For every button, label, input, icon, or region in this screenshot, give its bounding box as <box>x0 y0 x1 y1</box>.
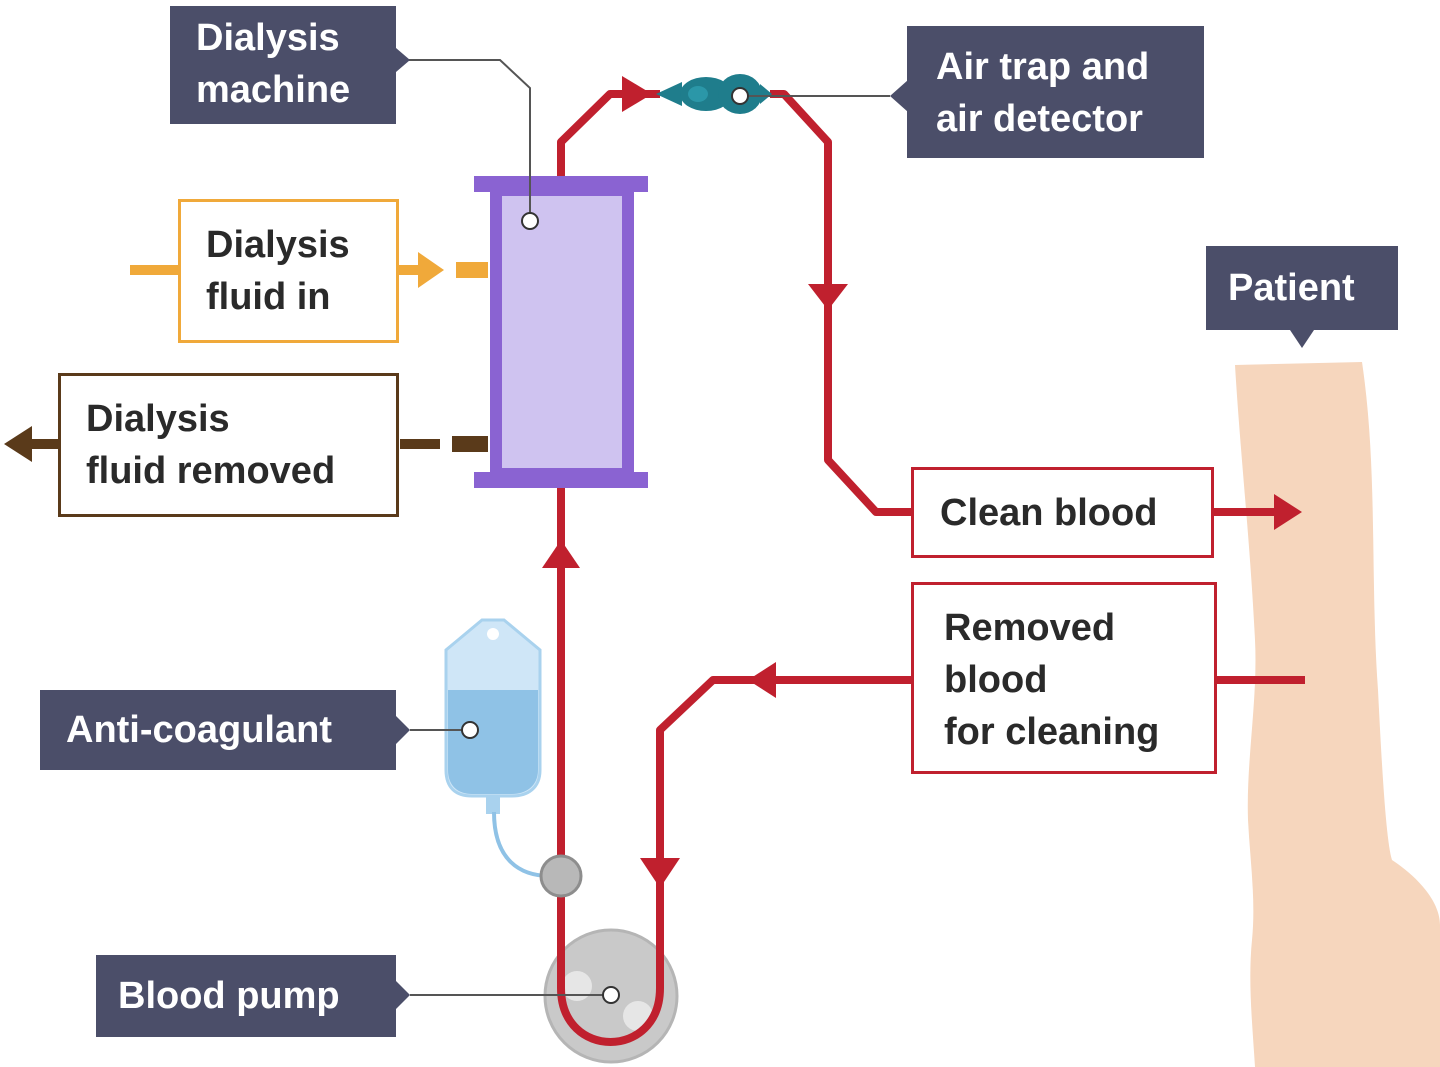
label-dialysis-machine: Dialysis machine <box>170 6 396 124</box>
pointer-anti-coagulant <box>396 716 410 744</box>
label-air-trap: Air trap and air detector <box>907 26 1204 158</box>
arrow-down-return <box>640 858 680 888</box>
iv-bag-outlet <box>486 796 500 814</box>
iv-line <box>492 811 551 878</box>
tube-dialyser-to-airtrap <box>557 90 660 178</box>
label-clean-blood: Clean blood <box>911 467 1214 558</box>
patient-arm <box>1235 362 1440 1067</box>
pointer-dialysis-machine <box>396 48 410 72</box>
fluid-in-line <box>130 252 488 288</box>
marker-blood-pump <box>602 986 620 1004</box>
anti-coagulant-fluid <box>448 690 538 794</box>
label-removed-blood: Removed blood for cleaning <box>911 582 1217 774</box>
label-dialysis-fluid-removed: Dialysis fluid removed <box>58 373 399 517</box>
arrow-right-top <box>622 76 652 112</box>
label-blood-pump: Blood pump <box>96 955 396 1037</box>
marker-dialysis-machine <box>521 212 539 230</box>
pointer-air-trap <box>890 80 908 112</box>
air-trap-device[interactable] <box>656 74 772 114</box>
fluid-removed-line <box>4 426 488 462</box>
anti-coagulant-junction <box>539 854 583 898</box>
label-anti-coagulant: Anti-coagulant <box>40 690 396 770</box>
label-dialysis-fluid-in: Dialysis fluid in <box>178 199 399 343</box>
pointer-patient <box>1290 330 1314 348</box>
dialyser-cap-top <box>474 176 648 192</box>
tube-pump-loop <box>557 987 664 1046</box>
pump-roller-left <box>562 971 592 1001</box>
pointer-blood-pump <box>396 981 410 1009</box>
arrow-to-patient <box>1274 494 1302 530</box>
arrow-up <box>542 540 580 568</box>
arrow-left <box>748 662 776 698</box>
dialyser-body[interactable] <box>490 184 634 480</box>
marker-air-trap <box>731 87 749 105</box>
dialyser-cap-bottom <box>474 472 648 488</box>
arrow-down <box>808 284 848 310</box>
label-patient: Patient <box>1206 246 1398 330</box>
iv-bag-hanger <box>487 628 499 640</box>
leader-dialysis-machine <box>406 59 531 220</box>
marker-anti-coagulant <box>461 721 479 739</box>
